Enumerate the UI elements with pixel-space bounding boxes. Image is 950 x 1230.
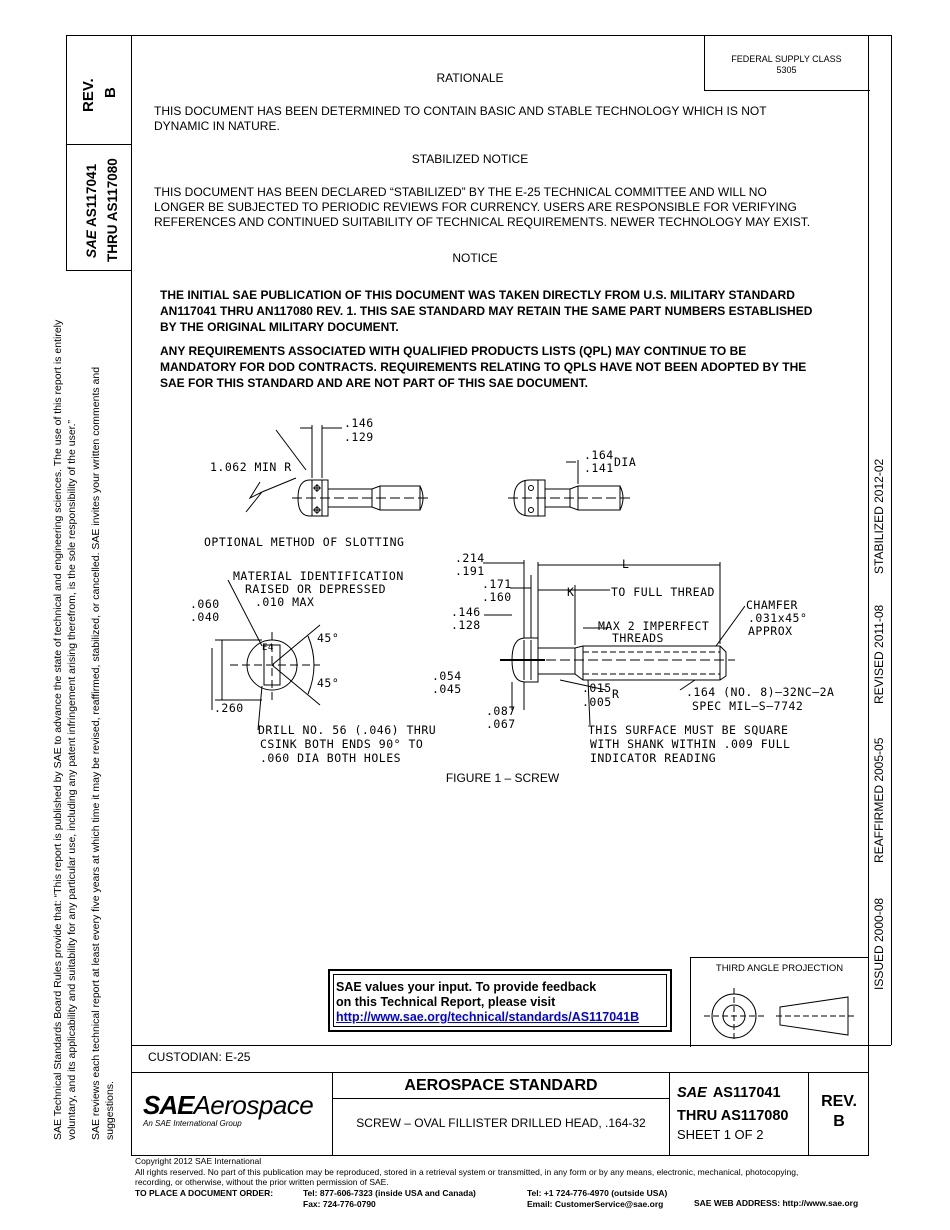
- dim-160: .160: [482, 590, 512, 604]
- order-intl: Tel: +1 724-776-4970 (outside USA) Email…: [527, 1188, 668, 1209]
- dim-040: .040: [190, 610, 220, 624]
- dim-R: R: [612, 687, 620, 701]
- stabilized-heading: STABILIZED NOTICE: [411, 152, 529, 166]
- rev-value: B: [102, 87, 119, 98]
- dim-005: .005: [582, 695, 612, 709]
- sae-logo: SAE: [84, 230, 99, 258]
- order-label: TO PLACE A DOCUMENT ORDER:: [135, 1188, 274, 1198]
- surface-note: THIS SURFACE MUST BE SQUARE WITH SHANK W…: [588, 723, 791, 765]
- dim-146: .146: [344, 416, 374, 430]
- imperfect-threads: MAX 2 IMPERFECT THREADS: [598, 619, 710, 645]
- feedback-link[interactable]: http://www.sae.org/technical/standards/A…: [336, 1010, 640, 1024]
- rationale-heading: RATIONALE: [436, 71, 504, 85]
- notice-heading: NOTICE: [452, 251, 498, 265]
- angle-45b: 45°: [317, 676, 340, 690]
- dim-171: .171: [482, 577, 512, 591]
- dim-141: .141: [584, 461, 614, 475]
- left-margin-review-2: suggestions.: [104, 1081, 116, 1140]
- document-description: SCREW – OVAL FILLISTER DRILLED HEAD, .16…: [356, 1116, 646, 1130]
- left-margin-rules-2: voluntary, and its applicability and sui…: [66, 419, 78, 1140]
- dim-214: .214: [455, 551, 485, 565]
- sae-aerospace-logo: SAEAerospace An SAE International Group: [143, 1090, 314, 1128]
- dim-164: .164: [584, 448, 614, 462]
- full-thread: TO FULL THREAD: [611, 585, 715, 599]
- stabilized-body: THIS DOCUMENT HAS BEEN DECLARED “STABILI…: [154, 185, 811, 229]
- sheet-number: SHEET 1 OF 2: [677, 1127, 764, 1142]
- screw-drawing: [211, 425, 746, 731]
- doc-number-line2: THRU AS117080: [105, 158, 120, 262]
- projection-label: THIRD ANGLE PROJECTION: [715, 963, 844, 974]
- dim-060: .060: [190, 597, 220, 611]
- dim-045: .045: [432, 682, 462, 696]
- dim-129: .129: [344, 430, 374, 444]
- material-id: MATERIAL IDENTIFICATION RAISED OR DEPRES…: [233, 569, 404, 609]
- federal-supply-class: FEDERAL SUPPLY CLASS 5305: [731, 54, 842, 75]
- chamfer: CHAMFER .031x45° APPROX: [746, 598, 808, 638]
- dim-054: .054: [432, 669, 462, 683]
- drill-note: DRILL NO. 56 (.046) THRU CSINK BOTH ENDS…: [258, 723, 437, 765]
- optional-slotting: OPTIONAL METHOD OF SLOTTING: [204, 535, 405, 549]
- feedback-box: SAE values your input. To provide feedba…: [328, 969, 672, 1032]
- footer: Copyright 2012 SAE International All rig…: [135, 1156, 799, 1187]
- dim-K: K: [567, 585, 575, 599]
- min-r-label: 1.062 MIN R: [210, 460, 292, 474]
- title-rev: REV. B: [821, 1093, 857, 1130]
- rev-label: REV.: [80, 78, 97, 112]
- dim-260: .260: [214, 701, 244, 715]
- dim-087: .087: [486, 704, 516, 718]
- left-margin-rules-1: SAE Technical Standards Board Rules prov…: [52, 319, 64, 1140]
- custodian: CUSTODIAN: E-25: [148, 1050, 251, 1064]
- rationale-body: THIS DOCUMENT HAS BEEN DETERMINED TO CON…: [154, 104, 767, 133]
- projection-symbol: [704, 988, 855, 1042]
- thread-spec: .164 (NO. 8)–32NC–2A SPEC MIL–S–7742: [686, 685, 835, 713]
- order-phone: Tel: 877-606-7323 (inside USA and Canada…: [303, 1188, 476, 1209]
- date-reaffirmed: REAFFIRMED 2005-05: [872, 737, 886, 863]
- notice-para2: ANY REQUIREMENTS ASSOCIATED WITH QUALIFI…: [160, 344, 807, 390]
- date-revised: REVISED 2011-08: [872, 604, 886, 704]
- figure-caption: FIGURE 1 – SCREW: [445, 771, 560, 785]
- left-margin-review-1: SAE reviews each technical report at lea…: [90, 366, 102, 1140]
- aerospace-standard-title: AEROSPACE STANDARD: [404, 1077, 598, 1094]
- angle-45a: 45°: [317, 631, 340, 645]
- dim-067: .067: [486, 717, 516, 731]
- notice-para1: THE INITIAL SAE PUBLICATION OF THIS DOCU…: [160, 288, 813, 334]
- e4-mark: E4: [262, 643, 274, 653]
- web-address: SAE WEB ADDRESS: http://www.sae.org: [694, 1198, 859, 1208]
- dim-015: .015: [582, 681, 612, 695]
- dim-191: .191: [455, 564, 485, 578]
- date-stabilized: STABILIZED 2012-02: [872, 458, 886, 574]
- dia-label: DIA: [614, 455, 637, 469]
- date-issued: ISSUED 2000-08: [872, 897, 886, 990]
- dim-128: .128: [451, 618, 481, 632]
- dim-146b: .146: [451, 605, 481, 619]
- doc-number-line1: SAE AS117041: [84, 163, 99, 258]
- dim-L: L: [622, 557, 630, 571]
